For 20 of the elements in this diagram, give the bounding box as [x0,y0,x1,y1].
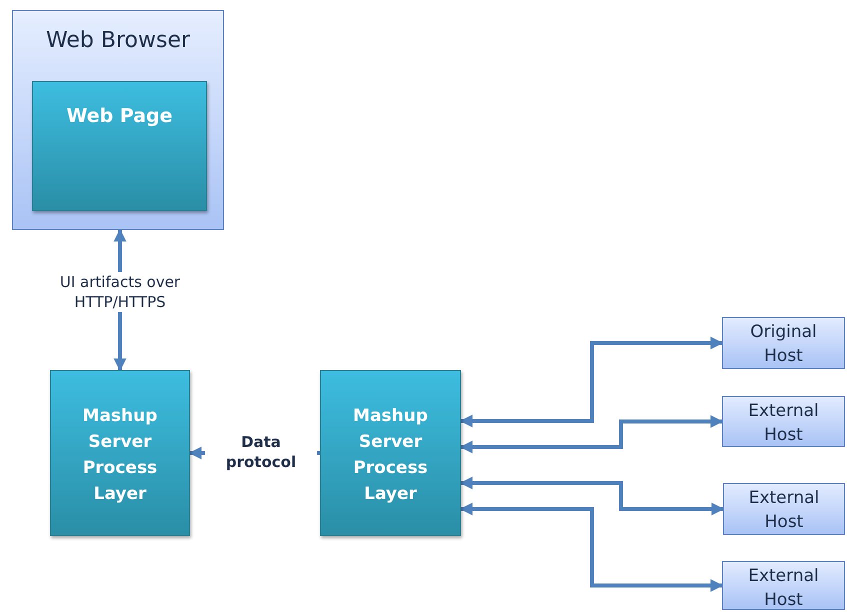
web-page-box [32,81,207,211]
host-box [722,317,845,369]
label-text: Mashup Server Process Layer [82,405,158,506]
label-text: External Host [748,487,820,534]
browser-window-box [12,10,224,230]
label-text: Web Page [65,104,174,128]
label-text: Original Host [749,321,818,368]
label-text: Mashup Server Process Layer [352,405,429,506]
label-text: External Host [747,565,820,612]
connector-arrow [460,476,724,516]
connector-arrow [460,415,724,454]
connector-arrow [460,502,724,592]
connector-arrow [460,336,724,428]
title-text: Web Browser [44,29,192,53]
host-box [722,396,845,447]
server-process-box [50,370,190,536]
label-text: External Host [747,400,820,447]
server-process-box [320,370,461,536]
host-box [722,561,845,610]
host-box [723,483,845,535]
